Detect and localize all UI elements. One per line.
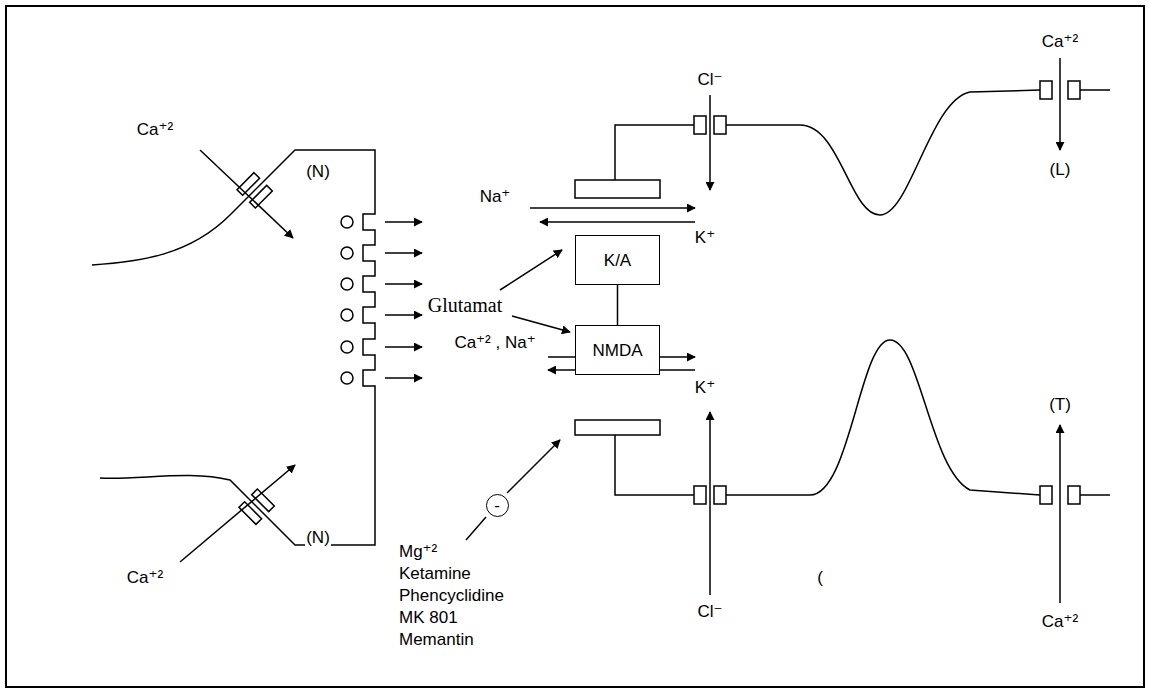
ion-channel	[575, 420, 660, 435]
postsynaptic-membrane	[615, 340, 1110, 495]
receptor-box: K/A	[575, 235, 660, 285]
glutamate-arrow	[500, 250, 562, 290]
blocker-arrow	[507, 440, 560, 493]
blocker-arrow	[466, 517, 486, 540]
blocker-label: Mg⁺²	[398, 543, 438, 562]
postsynaptic-membrane	[615, 90, 1110, 215]
calcium-arrow	[180, 465, 295, 562]
blocker-label: Ketamine	[398, 565, 472, 584]
receptor-link	[617, 285, 619, 325]
vesicles	[341, 216, 353, 384]
chloride-arrow	[709, 412, 711, 595]
ion-label: Ca⁺²	[1041, 613, 1079, 632]
ion-label: Ca⁺²	[126, 569, 164, 588]
calcium-arrow	[1059, 58, 1061, 150]
zone-label: (N)	[305, 163, 331, 182]
inhibition-circle: -	[486, 494, 509, 517]
blocker-label: Phencyclidine	[398, 587, 505, 606]
ion-label: Ca⁺² , Na⁺	[453, 334, 536, 353]
ion-label: Cl⁻	[696, 71, 723, 90]
presynaptic-membrane	[92, 150, 375, 545]
sodium-arrow	[530, 207, 695, 209]
channel-type-label: (L)	[1049, 161, 1072, 180]
glutamate-arrow	[512, 316, 570, 332]
ion-label: Ca⁺²	[1041, 33, 1079, 52]
receptor-box: NMDA	[575, 325, 660, 375]
blocker-label: MK 801	[398, 609, 459, 628]
ion-label: Cl⁻	[696, 603, 723, 622]
stray-mark: (	[816, 569, 824, 588]
transmitter-label: Glutamat	[427, 294, 503, 316]
chloride-arrow	[709, 95, 711, 190]
blocker-label: Memantin	[398, 631, 475, 650]
channel-type-label: (T)	[1048, 396, 1072, 415]
calcium-arrow	[1059, 425, 1061, 603]
node-text: -	[494, 497, 500, 514]
calcium-arrow	[200, 150, 293, 238]
ion-label: K⁺	[694, 229, 716, 248]
ion-label: Na⁺	[479, 188, 512, 207]
node-text: K/A	[604, 252, 631, 269]
release-arrows	[385, 222, 422, 378]
ion-channel	[575, 180, 660, 198]
node-text: NMDA	[592, 342, 642, 359]
zone-label: (N)	[305, 529, 331, 548]
frame	[6, 6, 1144, 687]
ion-label: Ca⁺²	[136, 121, 174, 140]
calcium-channel	[239, 489, 274, 524]
ion-label: K⁺	[694, 379, 716, 398]
potassium-arrow	[540, 221, 695, 223]
